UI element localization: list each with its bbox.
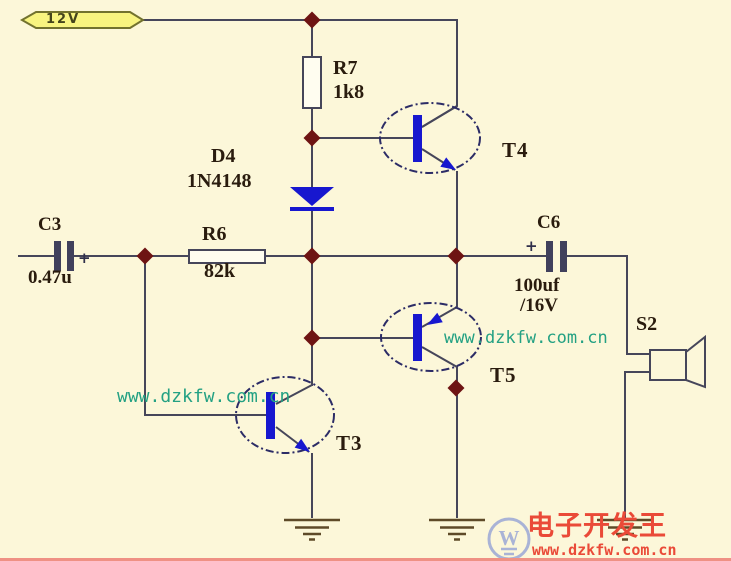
t3-ref-label: T3 (336, 431, 363, 455)
diode-d4-symbol (290, 187, 334, 211)
wire-t3-collector (275, 384, 313, 405)
wires (18, 19, 650, 518)
r6-ref-label: R6 (202, 223, 227, 245)
t5-ref-label: T5 (490, 363, 517, 387)
logo-w-mark: W (487, 517, 531, 561)
t3-emitter-arrow (294, 438, 310, 452)
logo-site-url: www.dzkfw.com.cn (532, 541, 677, 559)
logo-w-letter: W (499, 526, 520, 550)
wire-signal-row (18, 255, 650, 355)
c3-polarity-plus: + (78, 249, 91, 267)
watermark-teal-right: www.dzkfw.com.cn (444, 328, 608, 348)
r6-value-label: 82k (204, 260, 236, 282)
wire-t4-collector (421, 105, 458, 128)
wire-left-branch (144, 256, 266, 416)
ground-speaker (597, 518, 653, 541)
transistor-t4-symbol (379, 102, 481, 174)
ground-t5 (429, 518, 485, 541)
bottom-border-strip (0, 558, 731, 561)
transistor-t3-symbol (235, 376, 335, 454)
power-flag-12v (19, 11, 145, 29)
watermark-teal-left: www.dzkfw.com.cn (117, 386, 291, 407)
wire-t3-emitter (275, 426, 313, 518)
wire-speaker-return (624, 371, 650, 518)
d4-ref-label: D4 (211, 145, 236, 167)
power-rail-label: 12V (46, 12, 81, 27)
junction-dots (136, 11, 465, 397)
speaker-s2-symbol (649, 334, 706, 389)
r7-value-label: 1k8 (333, 81, 365, 103)
resistor-r7-symbol (302, 56, 322, 109)
c6-ref-label: C6 (537, 212, 561, 233)
t4-ref-label: T4 (502, 138, 529, 162)
c6-value2-label: /16V (520, 295, 558, 316)
c6-polarity-plus: + (525, 237, 538, 255)
resistor-r6-symbol (188, 249, 266, 264)
t4-emitter-arrow (440, 157, 456, 170)
wire-top-rail (143, 19, 458, 128)
logo-site-name: 电子开发王 (527, 511, 667, 542)
c3-ref-label: C3 (38, 214, 62, 235)
t5-emitter-arrow (427, 312, 443, 325)
transistor-t5-symbol (380, 302, 482, 372)
capacitor-c3-symbol (54, 241, 74, 271)
s2-ref-label: S2 (636, 313, 658, 335)
capacitor-c6-symbol (546, 241, 567, 272)
r7-ref-label: R7 (333, 57, 358, 79)
c6-value-label: 100uf (514, 275, 560, 296)
wire-t5-emitter (421, 256, 458, 328)
c3-value-label: 0.47u (28, 267, 72, 288)
ground-t3 (284, 518, 340, 541)
wire-t5-collector (421, 346, 458, 518)
d4-value-label: 1N4148 (187, 170, 252, 192)
